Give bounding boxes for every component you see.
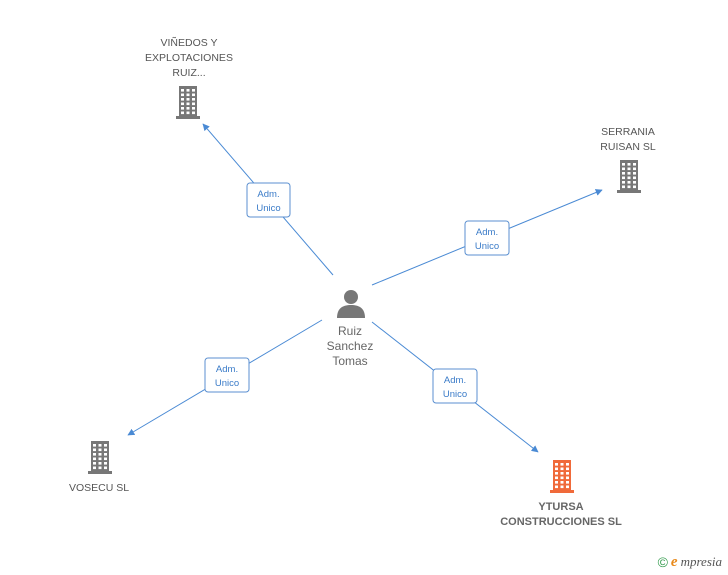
- edge-label-ytursa[interactable]: Adm. Unico: [432, 368, 478, 404]
- company-name-line-1: VIÑEDOS Y: [161, 36, 218, 49]
- brand-name: mpresia: [680, 554, 722, 569]
- edge-label-line-2: Unico: [475, 241, 499, 252]
- edge-label-line-1: Adm.: [476, 227, 498, 238]
- person-icon: [337, 290, 365, 318]
- building-icon: [88, 441, 112, 474]
- company-name-line-2: RUISAN SL: [600, 141, 656, 153]
- edge-label-line-2: Unico: [256, 203, 280, 214]
- company-node-ytursa[interactable]: YTURSA CONSTRUCCIONES SL: [500, 460, 622, 528]
- edge-label-line-1: Adm.: [444, 375, 466, 386]
- edge-label-line-2: Unico: [215, 378, 239, 389]
- company-name-line-2: CONSTRUCCIONES SL: [500, 516, 622, 528]
- edge-label-serrania[interactable]: Adm. Unico: [464, 220, 510, 256]
- company-name-line-2: EXPLOTACIONES: [145, 52, 233, 64]
- company-name-line-1: YTURSA: [538, 501, 583, 513]
- edge-label-vinedos[interactable]: Adm. Unico: [246, 182, 291, 218]
- brand-initial: e: [670, 553, 678, 570]
- edges-layer: [127, 123, 603, 453]
- copyright-symbol: ©: [657, 554, 668, 570]
- company-node-serrania[interactable]: SERRANIA RUISAN SL: [600, 126, 656, 193]
- company-name-line-3: RUIZ...: [172, 67, 205, 79]
- company-node-vinedos[interactable]: VIÑEDOS Y EXPLOTACIONES RUIZ...: [145, 36, 233, 119]
- building-icon: [550, 460, 574, 493]
- company-name-line-1: VOSECU SL: [69, 482, 129, 494]
- edge-label-line-1: Adm.: [216, 364, 238, 375]
- edge-label-line-2: Unico: [443, 389, 467, 400]
- person-node[interactable]: Ruiz Sanchez Tomas: [327, 290, 374, 368]
- building-icon: [617, 160, 641, 193]
- person-name-line-1: Ruiz: [338, 324, 362, 338]
- edge-label-vosecu[interactable]: Adm. Unico: [204, 357, 250, 393]
- building-icon: [176, 86, 200, 119]
- edge-label-line-1: Adm.: [257, 189, 279, 200]
- company-name-line-1: SERRANIA: [601, 126, 655, 138]
- company-node-vosecu[interactable]: VOSECU SL: [69, 441, 129, 494]
- person-name-line-3: Tomas: [332, 354, 367, 368]
- person-name-line-2: Sanchez: [327, 339, 374, 353]
